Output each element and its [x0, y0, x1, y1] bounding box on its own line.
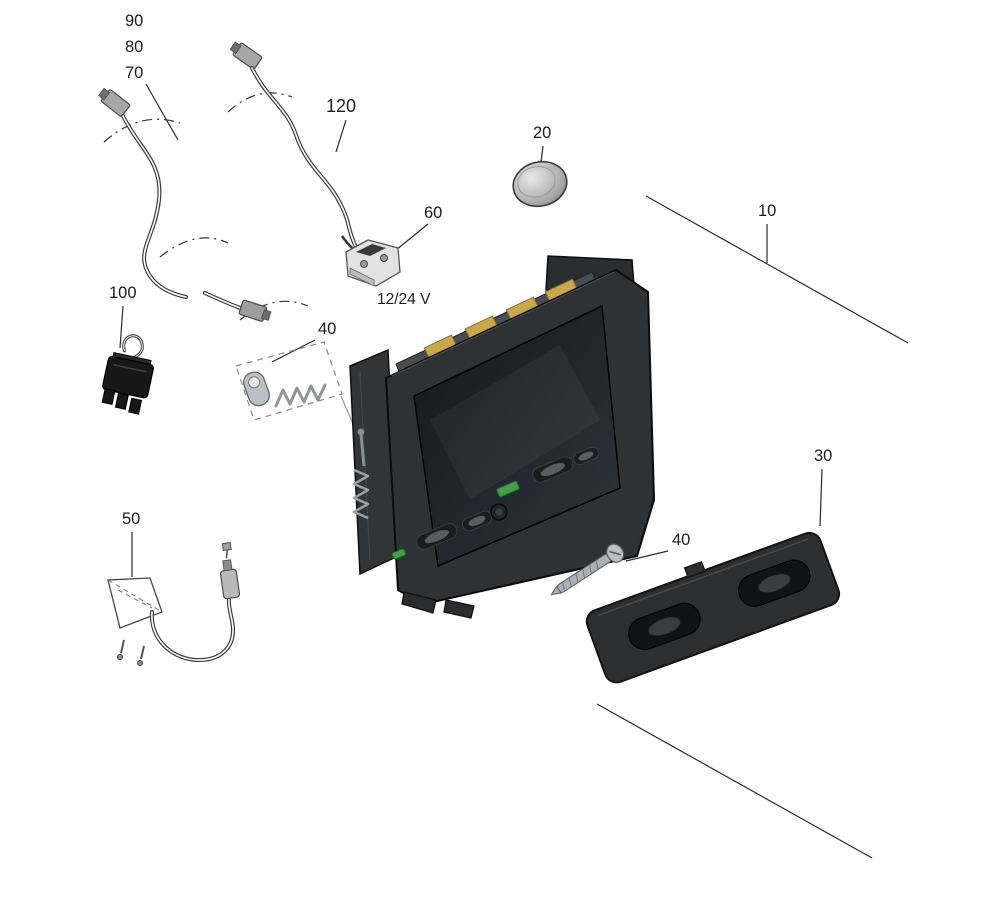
leader-40-upper: [271, 339, 316, 363]
part-label-70: 70: [125, 64, 143, 82]
tiny-screw-icon: [120, 639, 125, 654]
bracket-cutout-island: [757, 573, 791, 594]
detail-box-dashed: [235, 341, 343, 421]
bracket-clip-tab: [683, 560, 706, 579]
cap-inner-ring: [517, 166, 556, 198]
status-led: [496, 480, 520, 498]
leader-20: [540, 145, 544, 163]
screw-slot: [609, 550, 622, 556]
cable1-connector-icon: [98, 87, 131, 117]
retainer-plate: [107, 577, 163, 629]
part-label-120: 120: [326, 96, 356, 116]
frame-line-top: [645, 195, 909, 344]
plug-pin: [128, 397, 143, 415]
voltage-label: 12/24 V: [377, 291, 431, 308]
screw-tip: [550, 585, 562, 596]
frame-line-bottom: [596, 703, 873, 859]
cable1-end-connector-icon: [238, 299, 272, 322]
part-labels: 90 80 70 120 20 60 10 100 40 50 30 40 12…: [109, 12, 832, 549]
part-main-unit: [349, 255, 656, 619]
part-label-20: 20: [533, 124, 551, 142]
bracket-cutout-island: [647, 616, 682, 637]
cable1-wire: [121, 114, 188, 299]
leader-100: [119, 305, 124, 349]
unit-display-screen: [413, 304, 621, 568]
part-round-cap: [512, 160, 568, 208]
unit-bottom-tab: [401, 591, 437, 614]
break-arc-3: [227, 92, 293, 113]
retainer-connector-icon: [219, 542, 241, 600]
part-label-100: 100: [109, 284, 137, 302]
plug-body: [102, 355, 154, 399]
part-terminal-block-12-24v: [345, 239, 401, 287]
leader-60: [395, 223, 429, 251]
unit-bottom-tab: [443, 599, 475, 619]
part-retainer-bracket: [107, 542, 241, 667]
cable2-connector-icon: [229, 41, 263, 70]
leader-30: [819, 468, 823, 527]
plug-pin: [114, 392, 129, 410]
terminal-screw-icon: [380, 254, 388, 262]
break-arc-2: [159, 237, 229, 258]
part-plug-connector: [101, 334, 154, 415]
part-label-10: 10: [758, 202, 776, 220]
unit-bottom-controls: [391, 446, 599, 560]
part-label-30: 30: [814, 447, 832, 465]
terminal-screw-icon: [360, 260, 368, 268]
status-led: [391, 548, 407, 560]
screen-glare: [430, 345, 600, 500]
retainer-wire-bail: [149, 596, 236, 663]
plug-pin: [101, 388, 116, 405]
frame-plane-lines: [596, 195, 909, 859]
part-mounting-bracket: [585, 531, 841, 684]
tiny-screw-icon: [140, 645, 145, 660]
part-cable-assembly-left: [98, 87, 272, 322]
cable2-wire: [250, 66, 358, 249]
spring-icon: [274, 383, 327, 408]
leader-40-lower: [625, 550, 669, 562]
part-label-40-upper: 40: [318, 320, 336, 338]
terminal-block-slot: [356, 244, 386, 256]
part-label-90: 90: [125, 12, 143, 30]
part-label-50: 50: [122, 510, 140, 528]
break-arc-1: [103, 118, 181, 143]
leader-120: [335, 119, 347, 153]
leader-90-80-70: [145, 83, 179, 141]
part-cable-assembly-120: [229, 41, 358, 251]
part-clip-and-spring: [235, 341, 343, 421]
rail-screw-icon: [357, 428, 365, 436]
unit-left-rail: [349, 348, 399, 576]
part-label-40-lower: 40: [672, 531, 690, 549]
part-label-60: 60: [424, 204, 442, 222]
part-label-80: 80: [125, 38, 143, 56]
part-screw: [550, 543, 625, 596]
clip-icon: [243, 371, 270, 407]
rail-spring-icon: [352, 468, 370, 520]
